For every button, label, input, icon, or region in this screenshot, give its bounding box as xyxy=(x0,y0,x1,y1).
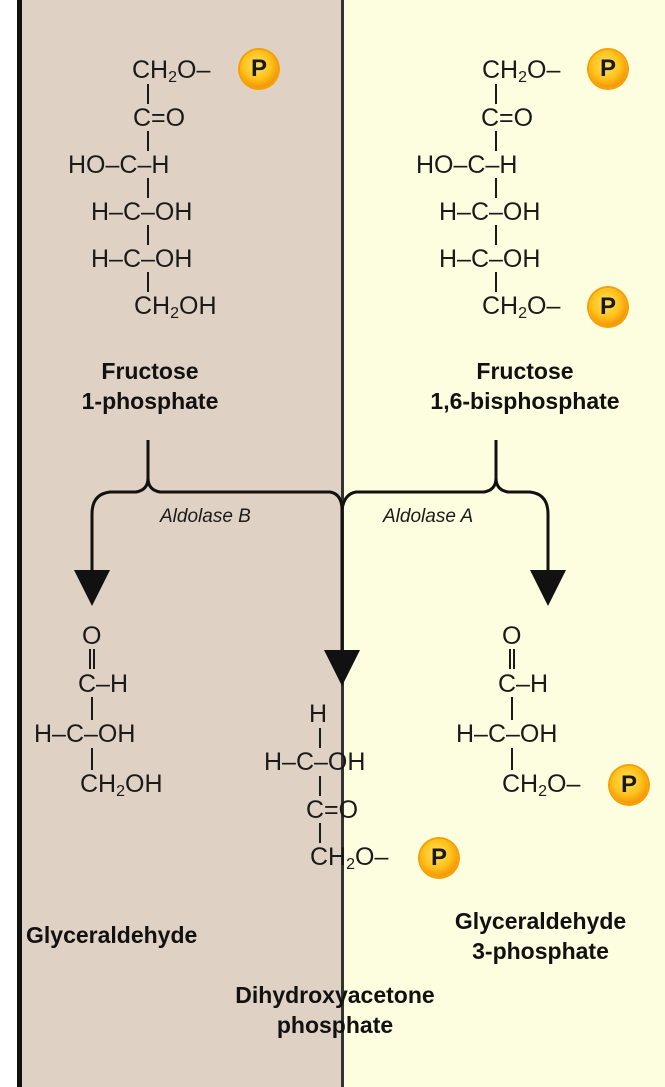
phosphate-icon: P xyxy=(240,50,278,88)
f1p-line-5: H–C–OH xyxy=(91,245,193,273)
f16bp-line-1: CH2O– xyxy=(482,56,561,86)
fructose-1-phosphate-label: Fructose 1-phosphate xyxy=(81,358,219,414)
f16bp-line-6: CH2O– xyxy=(482,292,561,322)
f1p-line-3: HO–C–H xyxy=(68,151,170,179)
dhap-line-1: H xyxy=(309,700,328,728)
left-edge-bar xyxy=(17,0,22,1087)
phosphate-icon: P xyxy=(589,50,627,88)
f16bp-line-3: HO–C–H xyxy=(416,151,518,179)
ga-line-2: C–H xyxy=(78,670,129,698)
f1p-line-4: H–C–OH xyxy=(91,198,193,226)
f16bp-line-5: H–C–OH xyxy=(439,245,541,273)
f1p-line-2: C=O xyxy=(133,104,186,132)
right-panel-background xyxy=(343,0,665,1087)
g3p-line-2: C–H xyxy=(498,670,549,698)
f1p-line-6: CH2OH xyxy=(134,292,217,322)
ga-line-1: O xyxy=(82,622,102,650)
aldolase-a-label: Aldolase A xyxy=(383,506,474,527)
f16bp-line-2: C=O xyxy=(481,104,534,132)
g3p-label: Glyceraldehyde 3-phosphate xyxy=(454,908,627,964)
g3p-line-1: O xyxy=(502,622,522,650)
dhap-label: Dihydroxyacetone phosphate xyxy=(235,982,435,1038)
g3p-line-3: H–C–OH xyxy=(456,720,558,748)
phosphate-icon: P xyxy=(589,288,627,326)
phosphate-icon: P xyxy=(610,766,648,804)
dhap-line-4: CH2O– xyxy=(310,843,389,873)
ga-line-3: H–C–OH xyxy=(34,720,136,748)
ga-line-4: CH2OH xyxy=(80,770,163,800)
phosphate-icon: P xyxy=(420,839,458,877)
dhap-line-2: H–C–OH xyxy=(264,748,366,776)
g3p-line-4: CH2O– xyxy=(502,770,581,800)
left-panel-background xyxy=(22,0,343,1087)
aldolase-b-label: Aldolase B xyxy=(160,506,251,527)
glyceraldehyde-label: Glyceraldehyde xyxy=(26,922,198,948)
fructose-1-6-bisphosphate-label: Fructose 1,6-bisphosphate xyxy=(430,358,620,414)
f1p-line-1: CH2O– xyxy=(132,56,211,86)
dhap-line-3: C=O xyxy=(306,796,359,824)
f16bp-line-4: H–C–OH xyxy=(439,198,541,226)
